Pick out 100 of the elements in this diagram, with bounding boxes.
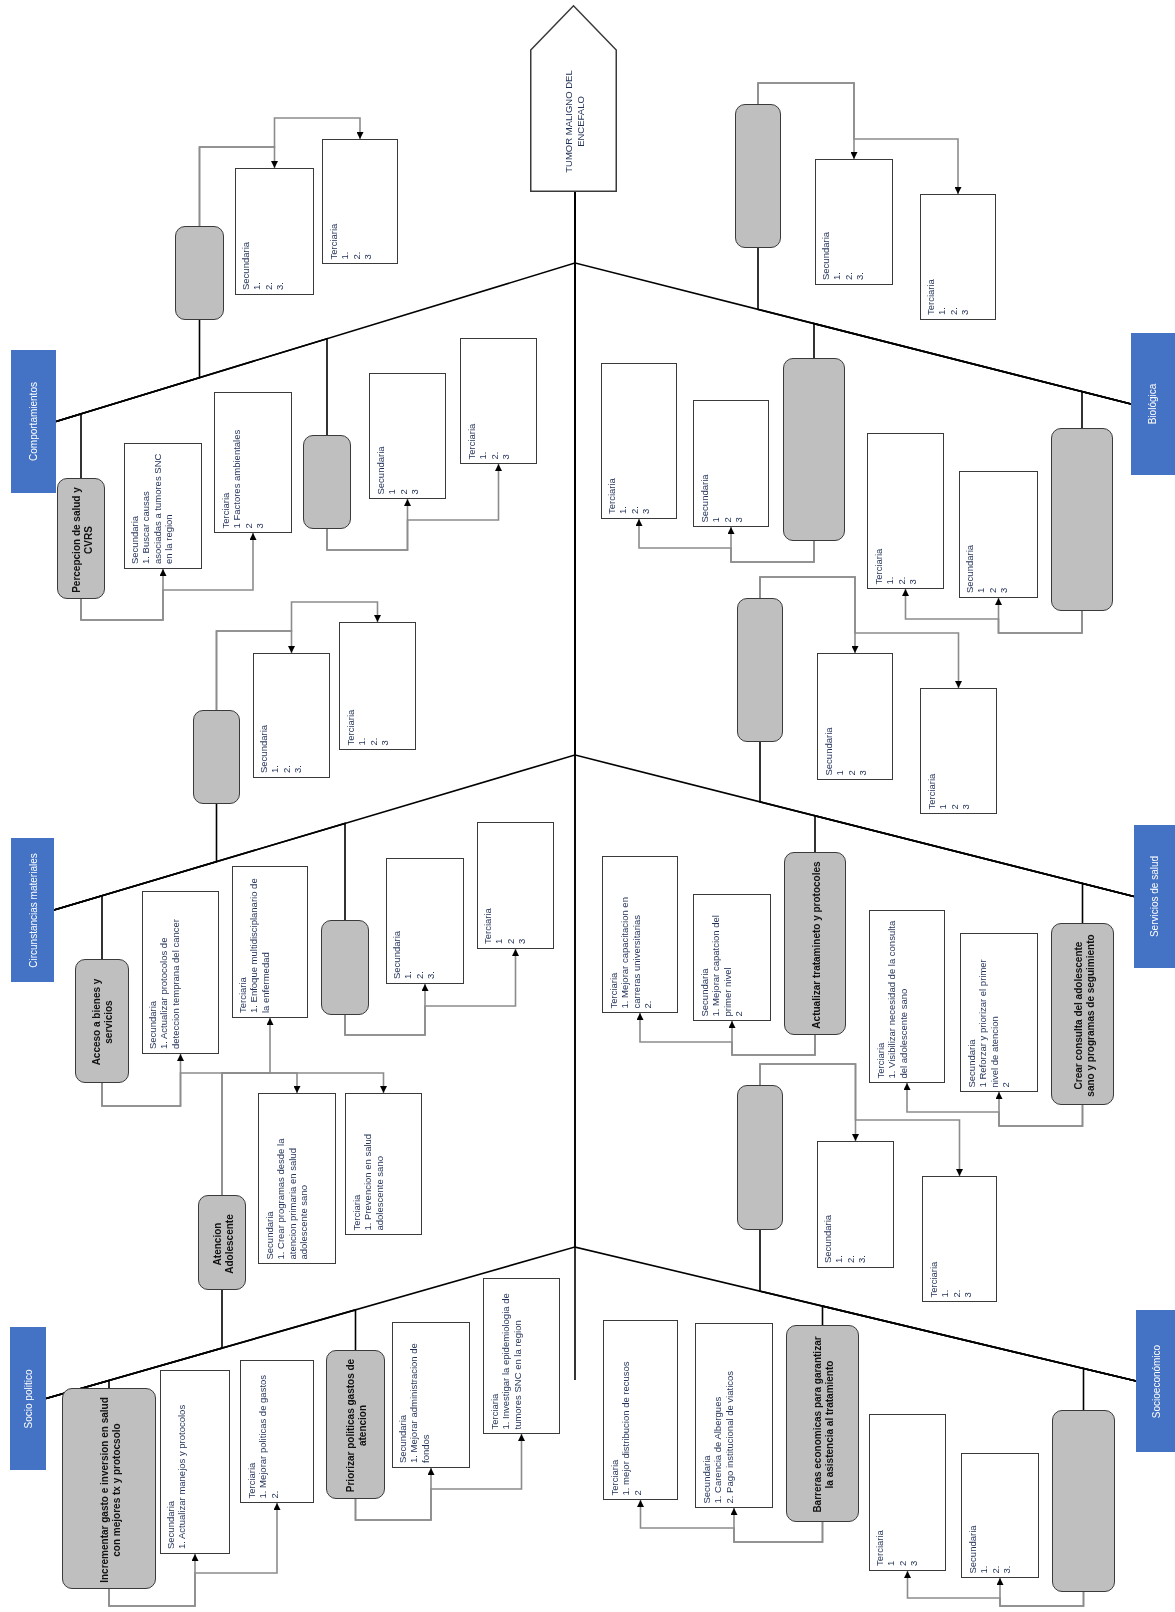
- detail-box: [392, 1322, 470, 1468]
- category-label: Socio politico: [22, 1369, 34, 1428]
- detail-text: Secundaria: [258, 724, 270, 773]
- detail-box: [322, 139, 398, 264]
- detail-box: [240, 1360, 314, 1503]
- category-label: Biológica: [1147, 383, 1159, 425]
- detail-text: 1: [936, 803, 948, 809]
- detail-text: 2.: [641, 1000, 653, 1008]
- detail-text: 3.: [854, 272, 866, 280]
- detail-box: [214, 392, 292, 533]
- cause-label: Crear consulta del adolescente sano y programas de seguimiento: [1071, 932, 1096, 1099]
- detail-box: [817, 653, 893, 780]
- cause-label: Actualizar tratamineto y protocoles: [810, 860, 822, 1029]
- connector-arrow: [637, 1499, 824, 1543]
- effect-head: [530, 5, 617, 192]
- detail-box: [124, 443, 202, 569]
- detail-text: 1.: [269, 765, 281, 773]
- detail-box: [869, 1414, 946, 1571]
- detail-text: Secundaria: [700, 1454, 712, 1503]
- detail-box: [483, 1278, 560, 1434]
- detail-text: Secundaria: [698, 473, 710, 522]
- cause-box: [737, 598, 783, 742]
- detail-box: [960, 933, 1038, 1092]
- detail-text: 2: [999, 1081, 1011, 1087]
- detail-box: [815, 159, 893, 285]
- detail-text: 3: [732, 516, 744, 522]
- cause-label: Percepcion de salud y CVRS: [70, 485, 94, 595]
- detail-text: 3: [253, 522, 265, 528]
- detail-text: 1 Reforzar y priorizar el primer nivel de atencion: [976, 957, 1000, 1087]
- detail-text: 2.: [947, 307, 960, 315]
- cause-label: Priorizar politicas gastos de atencion: [344, 1357, 369, 1495]
- detail-text: Secundaria: [391, 930, 403, 979]
- detail-text: 2.: [267, 1490, 280, 1498]
- detail-text: 2: [241, 522, 254, 528]
- connector-arrow: [326, 463, 502, 551]
- detail-box: [460, 338, 537, 464]
- detail-text: 2: [986, 587, 999, 593]
- detail-text: 2.: [366, 737, 379, 745]
- connector-arrow: [198, 117, 364, 227]
- category-label: Socioeconómico: [1149, 1344, 1162, 1418]
- cause-box: [1051, 428, 1113, 611]
- detail-text: 3: [856, 769, 868, 775]
- detail-text: 1. Mejorar administracion de fondos: [408, 1342, 432, 1463]
- detail-text: Terciaria: [872, 548, 884, 584]
- detail-box: [817, 1141, 894, 1268]
- category-label: Servicios de salud: [1148, 855, 1161, 938]
- connector-arrow: [108, 1502, 281, 1607]
- connector-arrow: [344, 948, 519, 1036]
- detail-text: 2.: [628, 506, 641, 514]
- detail-text: 2.: [349, 251, 362, 259]
- detail-box: [869, 910, 945, 1083]
- detail-text: Terciaria: [606, 478, 618, 514]
- detail-text: 1. Prevencion en salud adolescente sano: [361, 1132, 385, 1230]
- detail-text: 1. Buscar causas asociadas a tumores SNC en la region: [140, 452, 175, 564]
- cause-label: Barreras economicas para garantizar la asistencia al tratamiento: [811, 1335, 836, 1515]
- connector-arrow: [902, 588, 1083, 634]
- detail-text: Terciaria: [608, 1459, 620, 1495]
- detail-text: 3.: [856, 1255, 868, 1263]
- cause-box: [1051, 923, 1114, 1105]
- detail-text: Secundaria: [820, 231, 832, 280]
- detail-box: [232, 866, 308, 1018]
- detail-text: 2: [947, 803, 960, 809]
- detail-text: 1. Investigar la epidemiologia de tumores SNC en la region: [499, 1291, 523, 1429]
- cause-box: [57, 478, 105, 599]
- cause-box: [75, 959, 129, 1083]
- detail-text: 3: [908, 1560, 920, 1566]
- category-box: [1131, 333, 1175, 475]
- detail-box: [339, 622, 416, 750]
- connector-arrow: [904, 1570, 1085, 1607]
- cause-box: [193, 710, 240, 804]
- detail-text: Terciaria: [482, 908, 494, 944]
- detail-text: Secundaria: [263, 1210, 275, 1259]
- detail-box: [142, 891, 219, 1054]
- detail-text: 3: [640, 508, 652, 514]
- detail-text: 2. Pago institucional de viaticos: [722, 1370, 735, 1503]
- detail-text: 1.: [831, 272, 843, 280]
- detail-box: [922, 1176, 997, 1302]
- detail-text: 2.: [949, 1289, 962, 1297]
- detail-text: 3: [906, 578, 918, 584]
- detail-text: Terciaria: [927, 1261, 939, 1297]
- connector-arrow: [635, 518, 815, 563]
- connector-arrow: [903, 1082, 1084, 1127]
- detail-text: 1 Factores ambientales: [230, 429, 242, 528]
- detail-text: 1: [885, 1560, 897, 1566]
- stem-line: [1081, 882, 1135, 924]
- detail-text: 2.: [842, 272, 855, 280]
- detail-text: 3: [959, 309, 971, 315]
- stem-line: [1082, 1367, 1137, 1411]
- detail-box: [603, 1320, 678, 1500]
- detail-text: Secundaria: [129, 515, 141, 564]
- detail-text: Terciaria: [219, 492, 231, 528]
- detail-box: [867, 433, 944, 589]
- connector-arrow: [101, 1017, 274, 1107]
- cause-box: [786, 1325, 859, 1522]
- detail-text: 1. Mejorar politicas de gastos: [256, 1374, 268, 1498]
- detail-text: 1.: [938, 1289, 950, 1297]
- category-box: [1136, 1310, 1175, 1452]
- detail-box: [920, 688, 997, 814]
- detail-text: Terciaria: [607, 972, 619, 1008]
- detail-text: 1.: [883, 576, 895, 584]
